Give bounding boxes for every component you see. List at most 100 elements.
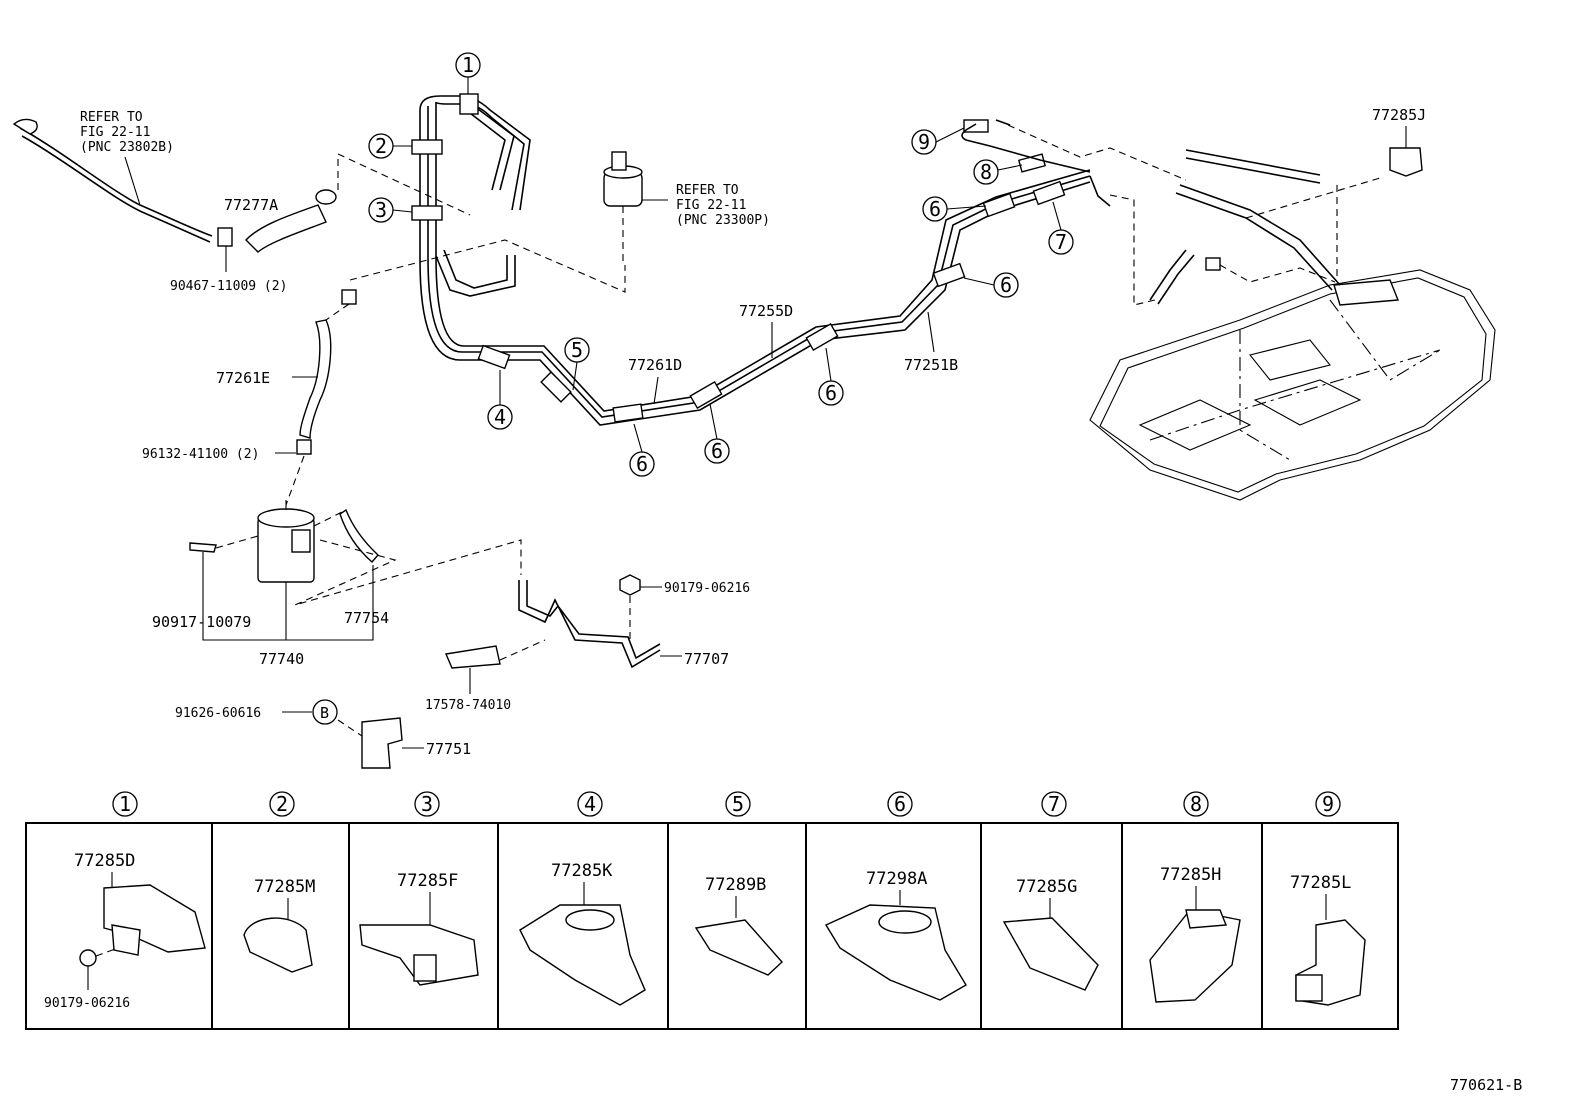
- cell-4-part: 77285K: [551, 861, 613, 881]
- table-header-6: 6: [894, 792, 906, 816]
- clip-band-9: [963, 119, 989, 133]
- callout-6c: 6: [825, 381, 837, 405]
- label-77261D: 77261D: [628, 356, 682, 374]
- nut-90179-06216-table: [79, 949, 97, 967]
- table-header-2: 2: [276, 792, 288, 816]
- clip-band-6d: [932, 262, 966, 288]
- clip-77285J: [1389, 147, 1423, 177]
- clip-77298A: [824, 904, 967, 1001]
- label-90179-06216: 90179-06216: [664, 581, 750, 596]
- label-96132-41100: 96132-41100 (2): [142, 447, 259, 462]
- refer-note-1-line1: REFER TO: [80, 110, 143, 125]
- tank-sender-unit: [1333, 279, 1400, 306]
- clamp-77277A: [315, 189, 337, 205]
- cell-7-part: 77285G: [1016, 877, 1077, 897]
- callout-8: 8: [980, 160, 992, 184]
- table-header-3: 3: [421, 792, 433, 816]
- clip-band-4: [477, 344, 511, 370]
- clip-band-6a: [612, 403, 644, 423]
- clip-90467: [217, 227, 233, 247]
- diagram-code: 770621-B: [1450, 1076, 1522, 1094]
- callout-6b: 6: [711, 439, 723, 463]
- table-headers: 1 2 3 4 5 6 7 8 9: [112, 791, 1341, 817]
- table-header-1: 1: [119, 792, 131, 816]
- cell-1-extra: 90179-06216: [44, 996, 130, 1011]
- clip-96132-upper: [341, 289, 357, 305]
- bracket-77751: [361, 717, 403, 769]
- table-header-9: 9: [1322, 792, 1334, 816]
- callout-1: 1: [462, 53, 474, 77]
- cell-1-part: 77285D: [74, 851, 135, 871]
- refer-note-2-line2: FIG 22-11: [676, 198, 746, 213]
- tank-hose-clamp: [1205, 257, 1221, 271]
- callout-5: 5: [571, 338, 583, 362]
- tube-callouts: 1 2 3 4 5 6 6 6 6 6 7 8: [368, 52, 1074, 477]
- callout-B: [312, 699, 338, 725]
- label-77255D: 77255D: [739, 302, 793, 320]
- clip-77285K: [519, 904, 646, 1006]
- hose-77261E: [299, 319, 332, 439]
- cell-2-part: 77285M: [254, 877, 315, 897]
- callout-2: 2: [375, 134, 387, 158]
- bracket-17578: [445, 645, 501, 669]
- clip-band-2: [411, 139, 443, 155]
- cell-6-part: 77298A: [866, 869, 927, 889]
- cell-5-part: 77289B: [705, 875, 766, 895]
- label-91626-60616: 91626-60616: [175, 706, 261, 721]
- table-header-8: 8: [1190, 792, 1202, 816]
- main-fuel-tube-bundle: [419, 95, 1091, 426]
- clip-77285G: [1002, 917, 1099, 991]
- label-90917-10079: 90917-10079: [152, 613, 251, 631]
- refer-note-1-line3: (PNC 23802B): [80, 140, 174, 155]
- charcoal-canister-77740: [257, 500, 315, 583]
- refer-note-1-line2: FIG 22-11: [80, 125, 150, 140]
- cell-9-part: 77285L: [1290, 873, 1351, 893]
- label-77261E: 77261E: [216, 369, 270, 387]
- callout-6e: 6: [929, 197, 941, 221]
- fuel-tank: [1089, 269, 1496, 501]
- clip-77285D: [103, 884, 206, 953]
- callout-6d: 6: [1000, 273, 1012, 297]
- clip-96132-lower: [296, 439, 312, 455]
- cell-3-part: 77285F: [397, 871, 458, 891]
- callout-4: 4: [494, 405, 506, 429]
- table-header-7: 7: [1048, 792, 1060, 816]
- label-77707: 77707: [684, 650, 729, 668]
- clip-band-8: [1017, 153, 1047, 173]
- clip-band-6e: [982, 192, 1016, 218]
- clip-band-3: [411, 205, 443, 221]
- hose-77754: [339, 508, 379, 563]
- label-17578-74010: 17578-74010: [425, 698, 511, 713]
- clip-77289B: [694, 919, 783, 976]
- refer-note-2-line1: REFER TO: [676, 183, 739, 198]
- refer-note-2-line3: (PNC 23300P): [676, 213, 770, 228]
- clip-reference-table: [25, 822, 1399, 1030]
- callout-3: 3: [375, 198, 387, 222]
- clip-77285M: [243, 917, 313, 973]
- callout-B-letter: B: [320, 704, 329, 722]
- label-77751: 77751: [426, 740, 471, 758]
- label-77285J: 77285J: [1372, 106, 1426, 124]
- clip-band-6c: [805, 322, 839, 352]
- label-77251B: 77251B: [904, 356, 958, 374]
- vent-tube-assembly: [12, 118, 213, 243]
- hose-77277A: [245, 204, 327, 253]
- clip-band-1: [459, 93, 479, 115]
- label-77740: 77740: [259, 650, 304, 668]
- callout-6a: 6: [636, 452, 648, 476]
- callout-9: 9: [918, 130, 930, 154]
- clip-band-7: [1032, 180, 1066, 206]
- label-77277A: 77277A: [224, 196, 278, 214]
- valve-90917: [189, 542, 217, 553]
- table-header-4: 4: [584, 792, 596, 816]
- table-header-5: 5: [732, 792, 744, 816]
- label-90467-11009: 90467-11009 (2): [170, 279, 287, 294]
- fuel-filter-23300P: [603, 151, 668, 207]
- nut-90179-06216: [619, 574, 641, 596]
- callout-7: 7: [1055, 230, 1067, 254]
- cell-8-part: 77285H: [1160, 865, 1221, 885]
- label-77754: 77754: [344, 609, 389, 627]
- clip-band-5: [540, 371, 572, 403]
- clip-band-6b: [689, 380, 723, 410]
